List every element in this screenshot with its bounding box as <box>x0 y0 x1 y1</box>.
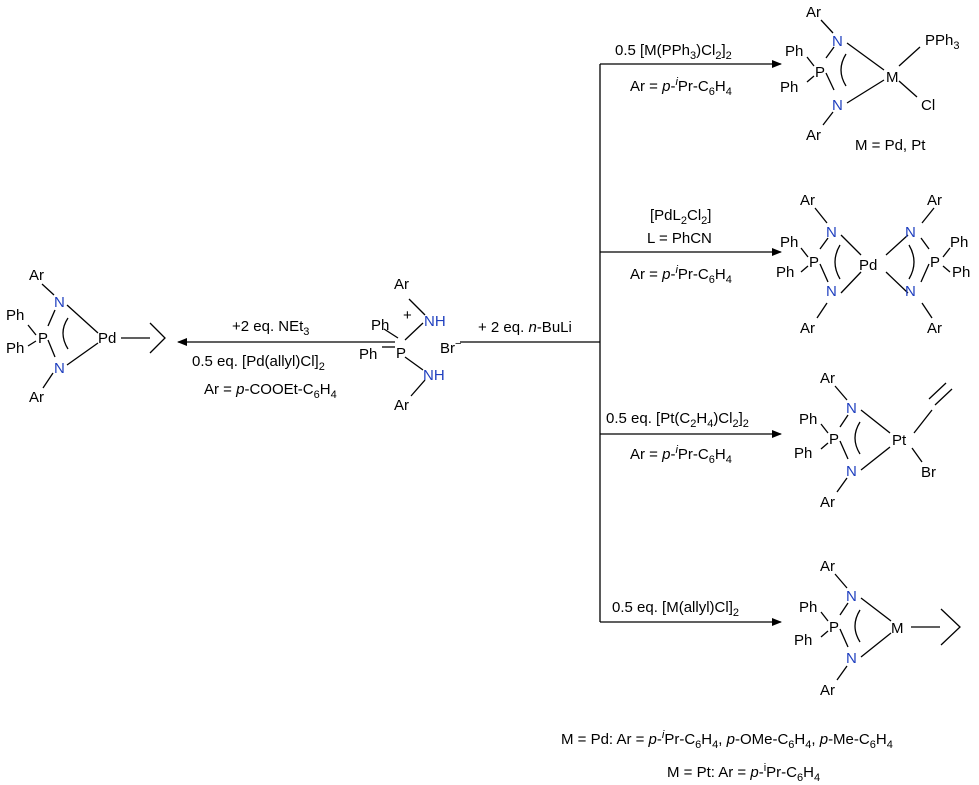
atom-cl: Cl <box>921 97 935 114</box>
atom-ph: Ph <box>799 599 817 616</box>
footnote-pd: M = Pd: Ar = p-iPr-C6H4, p-OMe-C6H4, p-M… <box>561 729 893 751</box>
left-reagent-base: +2 eq. NEt3 <box>232 318 309 338</box>
atom-ph: Ph <box>776 264 794 281</box>
atom-n: N <box>846 463 857 480</box>
route1-reagent: 0.5 [M(PPh3)Cl2]2 <box>615 42 732 62</box>
atom-m: M <box>891 620 904 637</box>
route2-conditions: [PdL2Cl2] L = PhCN Ar = p-iPr-C6H4 <box>630 207 732 286</box>
atom-ar: Ar <box>820 558 835 575</box>
route3-conditions: 0.5 eq. [Pt(C2H4)Cl2]2 Ar = p-iPr-C6H4 <box>606 410 749 466</box>
atom-ph: Ph <box>359 346 377 363</box>
atom-p: P <box>829 431 839 448</box>
atom-n: N <box>826 224 837 241</box>
arrows <box>177 60 782 626</box>
atom-n: N <box>905 224 916 241</box>
left-route-conditions: +2 eq. NEt3 0.5 eq. [Pd(allyl)Cl]2 Ar = … <box>192 318 337 401</box>
route3-product-pt-ethylene: Ar N Ph P Pt Ph N Br Ar <box>794 370 953 511</box>
atom-nh: NH <box>423 367 445 384</box>
route1-metal-note: M = Pd, Pt <box>855 137 926 154</box>
atom-br: Br <box>921 464 936 481</box>
atom-p: P <box>930 254 940 271</box>
atom-n: N <box>54 294 65 311</box>
atom-pph3: PPh3 <box>925 32 959 52</box>
route4-product-m-allyl: Ar N Ph P M Ph N Ar <box>794 558 961 699</box>
route2-ar-definition: Ar = p-iPr-C6H4 <box>630 264 732 286</box>
atom-ph: Ph <box>950 234 968 251</box>
atom-pd: Pd <box>859 257 877 274</box>
atom-ar: Ar <box>927 192 942 209</box>
atom-n: N <box>832 97 843 114</box>
atom-ar: Ar <box>394 276 409 293</box>
atom-p: P <box>829 619 839 636</box>
atom-ph: Ph <box>794 445 812 462</box>
route1-conditions: 0.5 [M(PPh3)Cl2]2 Ar = p-iPr-C6H4 <box>615 42 732 98</box>
atom-ar: Ar <box>29 389 44 406</box>
atom-p: P <box>396 345 406 362</box>
atom-ar: Ar <box>806 127 821 144</box>
footnote: M = Pd: Ar = p-iPr-C6H4, p-OMe-C6H4, p-M… <box>561 729 893 784</box>
atom-ph: Ph <box>952 264 970 281</box>
footnote-pt: M = Pt: Ar = p-iPr-C6H4 <box>667 762 820 784</box>
route3-ar-definition: Ar = p-iPr-C6H4 <box>630 444 732 466</box>
route1-ar-definition: Ar = p-iPr-C6H4 <box>630 76 732 98</box>
route2-ligand: L = PhCN <box>647 230 712 247</box>
route3-reagent: 0.5 eq. [Pt(C2H4)Cl2]2 <box>606 410 749 430</box>
atom-n: N <box>846 650 857 667</box>
atom-ph: Ph <box>794 632 812 649</box>
route1-product: Ar N PPh3 Ph P M Ph N Cl Ar M = Pd, Pt <box>780 4 959 154</box>
atom-pd: Pd <box>98 330 116 347</box>
atom-n: N <box>846 588 857 605</box>
route2-product-bis: Ar N Ph P Ph N Ar Pd Ar N Ph P Ph N Ar <box>776 192 970 337</box>
atom-ph: Ph <box>6 307 24 324</box>
left-reagent-pd: 0.5 eq. [Pd(allyl)Cl]2 <box>192 353 325 373</box>
route4-reagent: 0.5 eq. [M(allyl)Cl]2 <box>612 599 739 619</box>
atom-ar: Ar <box>800 192 815 209</box>
atom-ar: Ar <box>394 397 409 414</box>
atom-ph: Ph <box>780 79 798 96</box>
atom-n: N <box>846 400 857 417</box>
atom-p: P <box>809 254 819 271</box>
atom-n: N <box>905 283 916 300</box>
left-product-pd-allyl: Ar N Ph P Pd Ph N Ar <box>6 267 166 406</box>
atom-n: N <box>54 360 65 377</box>
route2-reagent: [PdL2Cl2] <box>650 207 711 227</box>
atom-p: P <box>38 330 48 347</box>
atom-pt: Pt <box>892 432 907 449</box>
atom-nh: NH <box>424 313 446 330</box>
atom-ar: Ar <box>806 4 821 21</box>
atom-ar: Ar <box>800 320 815 337</box>
bromide-anion: Br− <box>440 338 461 357</box>
atom-ph: Ph <box>799 411 817 428</box>
charge-plus: + <box>403 307 412 324</box>
atom-ar: Ar <box>820 494 835 511</box>
left-ar-definition: Ar = p-COOEt-C6H4 <box>204 381 337 401</box>
atom-p: P <box>815 64 825 81</box>
atom-ar: Ar <box>927 320 942 337</box>
atom-ph: Ph <box>780 234 798 251</box>
starting-phosphonium-salt: Ar NH Ph + P Ph NH Ar Br− <box>359 276 461 414</box>
atom-n: N <box>832 33 843 50</box>
atom-ar: Ar <box>29 267 44 284</box>
atom-ph: Ph <box>6 340 24 357</box>
atom-ph: Ph <box>785 43 803 60</box>
atom-ar: Ar <box>820 370 835 387</box>
center-reagent: + 2 eq. n-BuLi <box>478 319 572 336</box>
atom-m: M <box>886 69 899 86</box>
atom-ph: Ph <box>371 317 389 334</box>
atom-ar: Ar <box>820 682 835 699</box>
atom-n: N <box>826 283 837 300</box>
